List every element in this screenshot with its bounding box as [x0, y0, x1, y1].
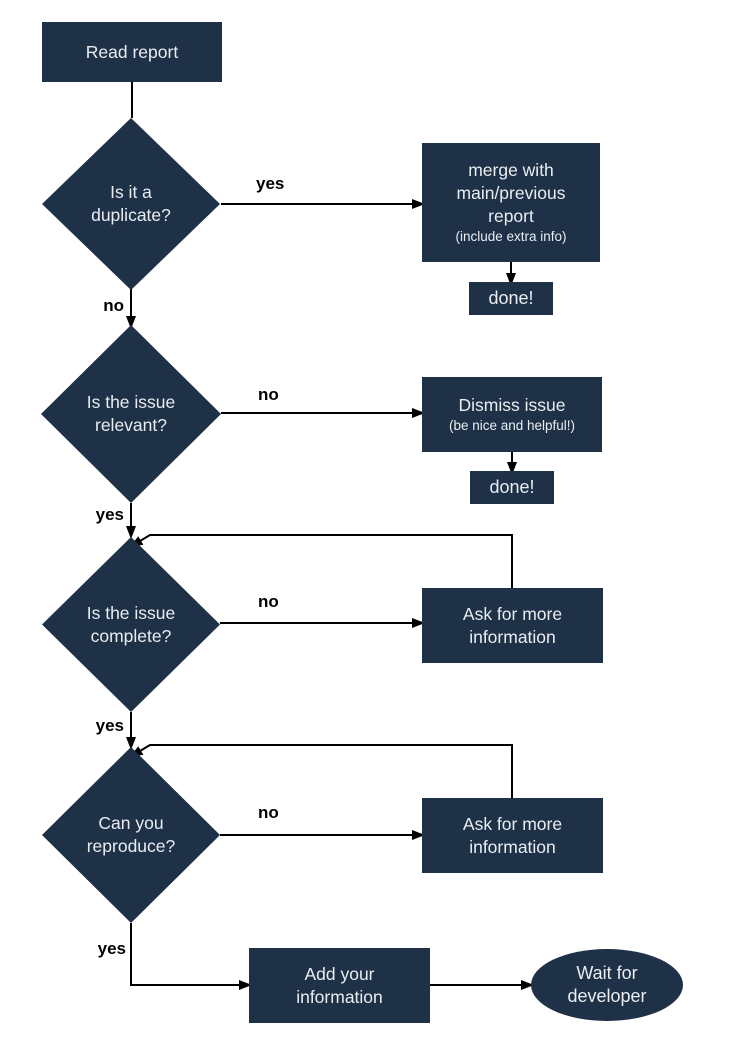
node-done-after-merge-label: done!: [488, 287, 534, 308]
decision-is-relevant: Is the issue relevant?: [41, 325, 221, 503]
node-dismiss-issue-label: Dismiss issue: [458, 395, 566, 416]
node-read-report-label: Read report: [85, 41, 179, 62]
node-ask-more-info-1: Ask for more information: [422, 588, 603, 663]
edge-ask1-loopback: [129, 534, 513, 588]
edge-label-relevant-no: no: [258, 385, 279, 404]
decision-is-complete: Is the issue complete?: [42, 537, 220, 712]
node-add-information-label: Add your information: [296, 963, 383, 1007]
node-dismiss-issue: Dismiss issue (be nice and helpful!): [422, 377, 602, 452]
node-done-after-merge: done!: [469, 282, 553, 315]
node-done-after-dismiss-label: done!: [489, 476, 535, 497]
decision-can-reproduce-label: Can you reproduce?: [86, 813, 176, 856]
edge-label-complete-yes: yes: [95, 716, 124, 735]
node-ask-more-info-2-label: Ask for more information: [462, 813, 563, 857]
decision-is-complete-label: Is the issue complete?: [86, 602, 176, 646]
edge-label-complete-no: no: [258, 592, 279, 611]
node-read-report: Read report: [42, 22, 222, 82]
node-ask-more-info-1-label: Ask for more information: [462, 603, 563, 647]
edge-label-reproduce-no: no: [258, 803, 279, 822]
node-add-information: Add your information: [249, 948, 430, 1023]
node-ask-more-info-2: Ask for more information: [422, 798, 603, 873]
edge-ask2-loopback: [129, 744, 513, 798]
decision-can-reproduce: Can you reproduce?: [42, 747, 220, 923]
node-dismiss-issue-note: (be nice and helpful!): [448, 417, 576, 433]
terminal-wait-for-developer-label: Wait for developer: [567, 962, 647, 1006]
node-merge-report: merge with main/previous report (include…: [422, 143, 600, 262]
node-done-after-dismiss: done!: [470, 471, 554, 504]
edge-label-duplicate-yes: yes: [256, 174, 285, 193]
node-merge-report-note: (include extra info): [455, 228, 567, 244]
decision-is-duplicate: Is it a duplicate?: [42, 118, 220, 290]
edge-label-relevant-yes: yes: [95, 505, 124, 524]
terminal-wait-for-developer: Wait for developer: [531, 949, 683, 1021]
decision-is-duplicate-label: Is it a duplicate?: [91, 182, 171, 225]
edge-label-duplicate-no: no: [103, 296, 124, 315]
node-merge-report-label: merge with main/previous report: [456, 160, 566, 226]
edge-label-reproduce-yes: yes: [97, 939, 126, 958]
edge-reproduce-yes: [130, 923, 252, 990]
decision-is-relevant-label: Is the issue relevant?: [86, 392, 176, 435]
